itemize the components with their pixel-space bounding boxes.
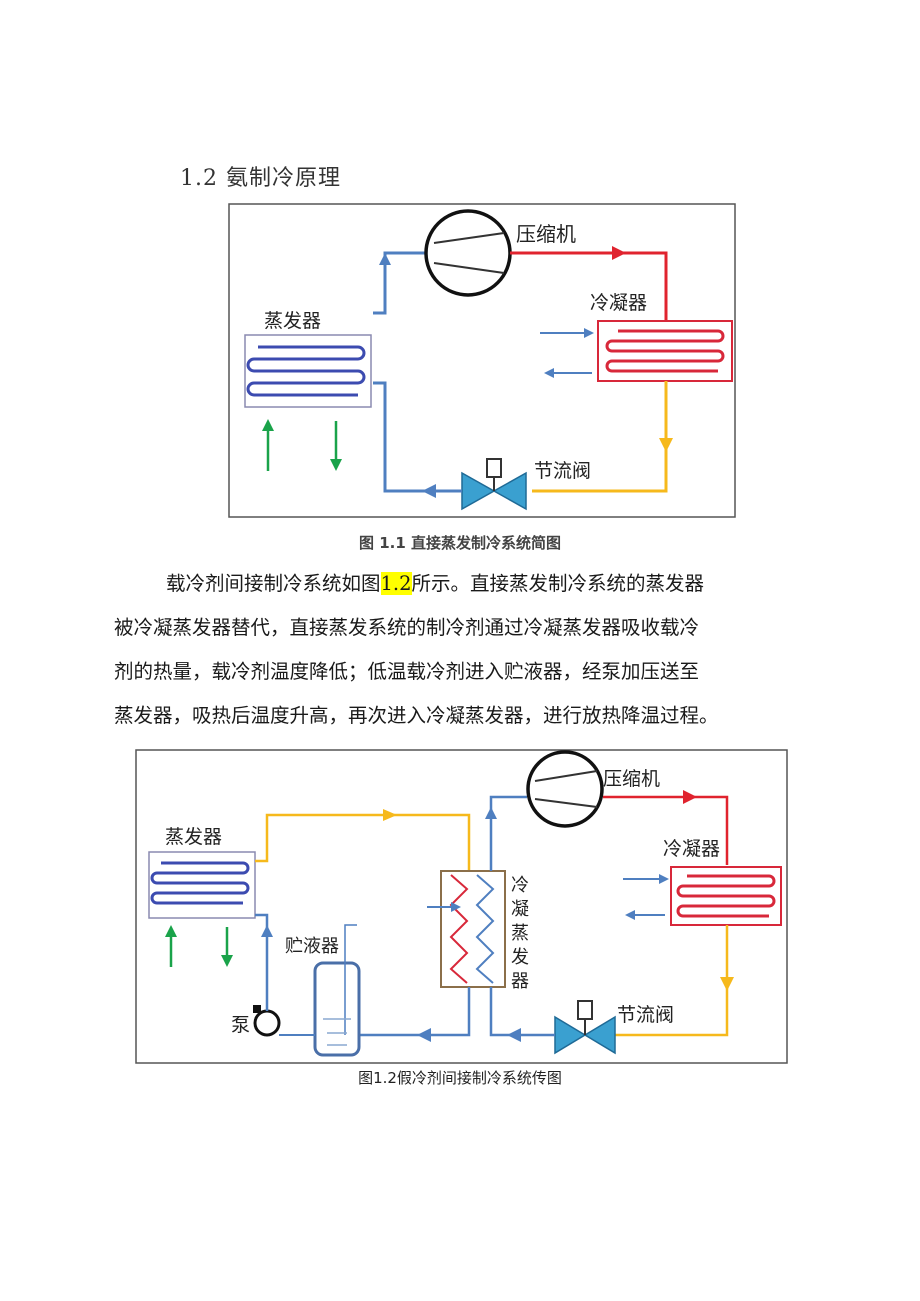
liquid-line (605, 925, 729, 1037)
cooling-water-out-arrow (544, 368, 554, 378)
paragraph-line-4: 蒸发器，吸热后温度升高，再次进入冷凝蒸发器，进行放热降温过程。 (114, 704, 719, 727)
suction-arrow (485, 807, 497, 819)
air-in-arrow (165, 925, 177, 937)
discharge-line (510, 251, 668, 321)
condenser-label: 冷凝器 (590, 292, 647, 314)
figure-reference-highlight: 1.2 (380, 572, 412, 595)
pump-inlet (253, 1005, 261, 1013)
air-out-arrow (221, 955, 233, 967)
throttle-valve-right (492, 471, 527, 511)
cond-evap-red-coil (449, 874, 469, 984)
brine-cold-line (357, 987, 471, 1037)
compressor-icon (526, 750, 604, 828)
receiver-inner-pipe (344, 924, 357, 1035)
cond-evap-label-3: 蒸 (511, 923, 529, 944)
cond-evap-blue-coil (475, 874, 495, 984)
figure-1: 压缩机 冷凝器 节流阀 蒸发器 (228, 203, 736, 518)
paragraph-line-1-end: 所示。直接蒸发制冷系统的蒸发器 (411, 572, 705, 595)
discharge-arrow (612, 246, 626, 260)
figure-2-diagram: 蒸发器 冷 凝 蒸 发 器 贮液器 泵 压缩机 冷凝器 (135, 749, 788, 1064)
paragraph-line-1: 载冷剂间接制冷系统如图1.2所示。直接蒸发制冷系统的蒸发器 (114, 562, 814, 606)
brine-cold-arrow (417, 1028, 431, 1042)
cooling-water-in-arrow (584, 328, 594, 338)
paragraph-line-1-start: 载冷剂间接制冷系统如图 (166, 572, 381, 595)
pump-label: 泵 (231, 1014, 250, 1036)
suction-line (489, 795, 527, 871)
cond-evap-label-5: 器 (511, 971, 529, 992)
brine-warm-arrow (383, 809, 397, 821)
condenser-label: 冷凝器 (663, 838, 720, 860)
throttle-label: 节流阀 (534, 460, 591, 482)
return-line-arrow (507, 1028, 521, 1042)
cond-evap-label-2: 凝 (511, 899, 529, 920)
figure-2-caption: 图1.2假冷剂间接制冷系统传图 (358, 1069, 562, 1087)
compressor-vane-2 (433, 262, 505, 274)
compressor-label: 压缩机 (516, 222, 576, 246)
cooling-water-out-arrow (625, 910, 635, 920)
receiver-label: 贮液器 (285, 936, 339, 957)
compressor-vane-1 (534, 770, 598, 782)
liquid-line-arrow (720, 977, 734, 991)
liquid-line (532, 381, 668, 493)
body-paragraph: 载冷剂间接制冷系统如图1.2所示。直接蒸发制冷系统的蒸发器 被冷凝蒸发器替代，直… (114, 562, 814, 738)
brine-warm-line (255, 813, 471, 871)
compressor-vane-2 (534, 798, 598, 808)
return-line (489, 987, 555, 1037)
discharge-line (603, 795, 729, 865)
figure-1-caption: 图 1.1 直接蒸发制冷系统简图 (358, 534, 562, 552)
discharge-arrow (683, 790, 697, 804)
cond-evap-inlet-arrow (451, 902, 461, 912)
evaporator-coil (246, 345, 366, 397)
condenser-coil (676, 874, 776, 918)
figure-2: 蒸发器 冷 凝 蒸 发 器 贮液器 泵 压缩机 冷凝器 (135, 749, 788, 1065)
air-out-arrow (330, 459, 342, 471)
cond-evap-label-1: 冷 (511, 875, 529, 896)
liquid-line-arrow (659, 438, 673, 452)
figure-1-diagram: 压缩机 冷凝器 节流阀 蒸发器 (228, 203, 736, 518)
evaporator-label: 蒸发器 (264, 310, 321, 332)
pump-icon (253, 1009, 281, 1037)
section-heading: 1.2 氨制冷原理 (180, 166, 341, 191)
cooling-water-in-arrow (659, 874, 669, 884)
suction-line (373, 251, 426, 315)
condenser-coil (605, 329, 725, 373)
compressor-vane-1 (433, 232, 505, 244)
return-line-arrow (422, 484, 436, 498)
compressor-icon (424, 209, 512, 297)
evaporator-coil (150, 861, 250, 905)
pump-discharge-line (255, 913, 269, 1011)
throttle-actuator (486, 458, 502, 478)
air-in-arrow (262, 419, 274, 431)
receiver-icon (313, 961, 361, 1057)
throttle-valve-right (583, 1015, 616, 1055)
evaporator-label: 蒸发器 (165, 826, 222, 848)
cond-evap-label-4: 发 (511, 947, 529, 968)
throttle-label: 节流阀 (617, 1004, 674, 1026)
paragraph-line-3: 剂的热量，载冷剂温度降低；低温载冷剂进入贮液器，经泵加压送至 (114, 660, 700, 683)
compressor-label: 压缩机 (603, 768, 660, 790)
pump-discharge-arrow (261, 925, 273, 937)
throttle-actuator (577, 1000, 593, 1020)
paragraph-line-2: 被冷凝蒸发器替代，直接蒸发系统的制冷剂通过冷凝蒸发器吸收载冷 (114, 616, 700, 639)
suction-arrow (379, 253, 391, 265)
